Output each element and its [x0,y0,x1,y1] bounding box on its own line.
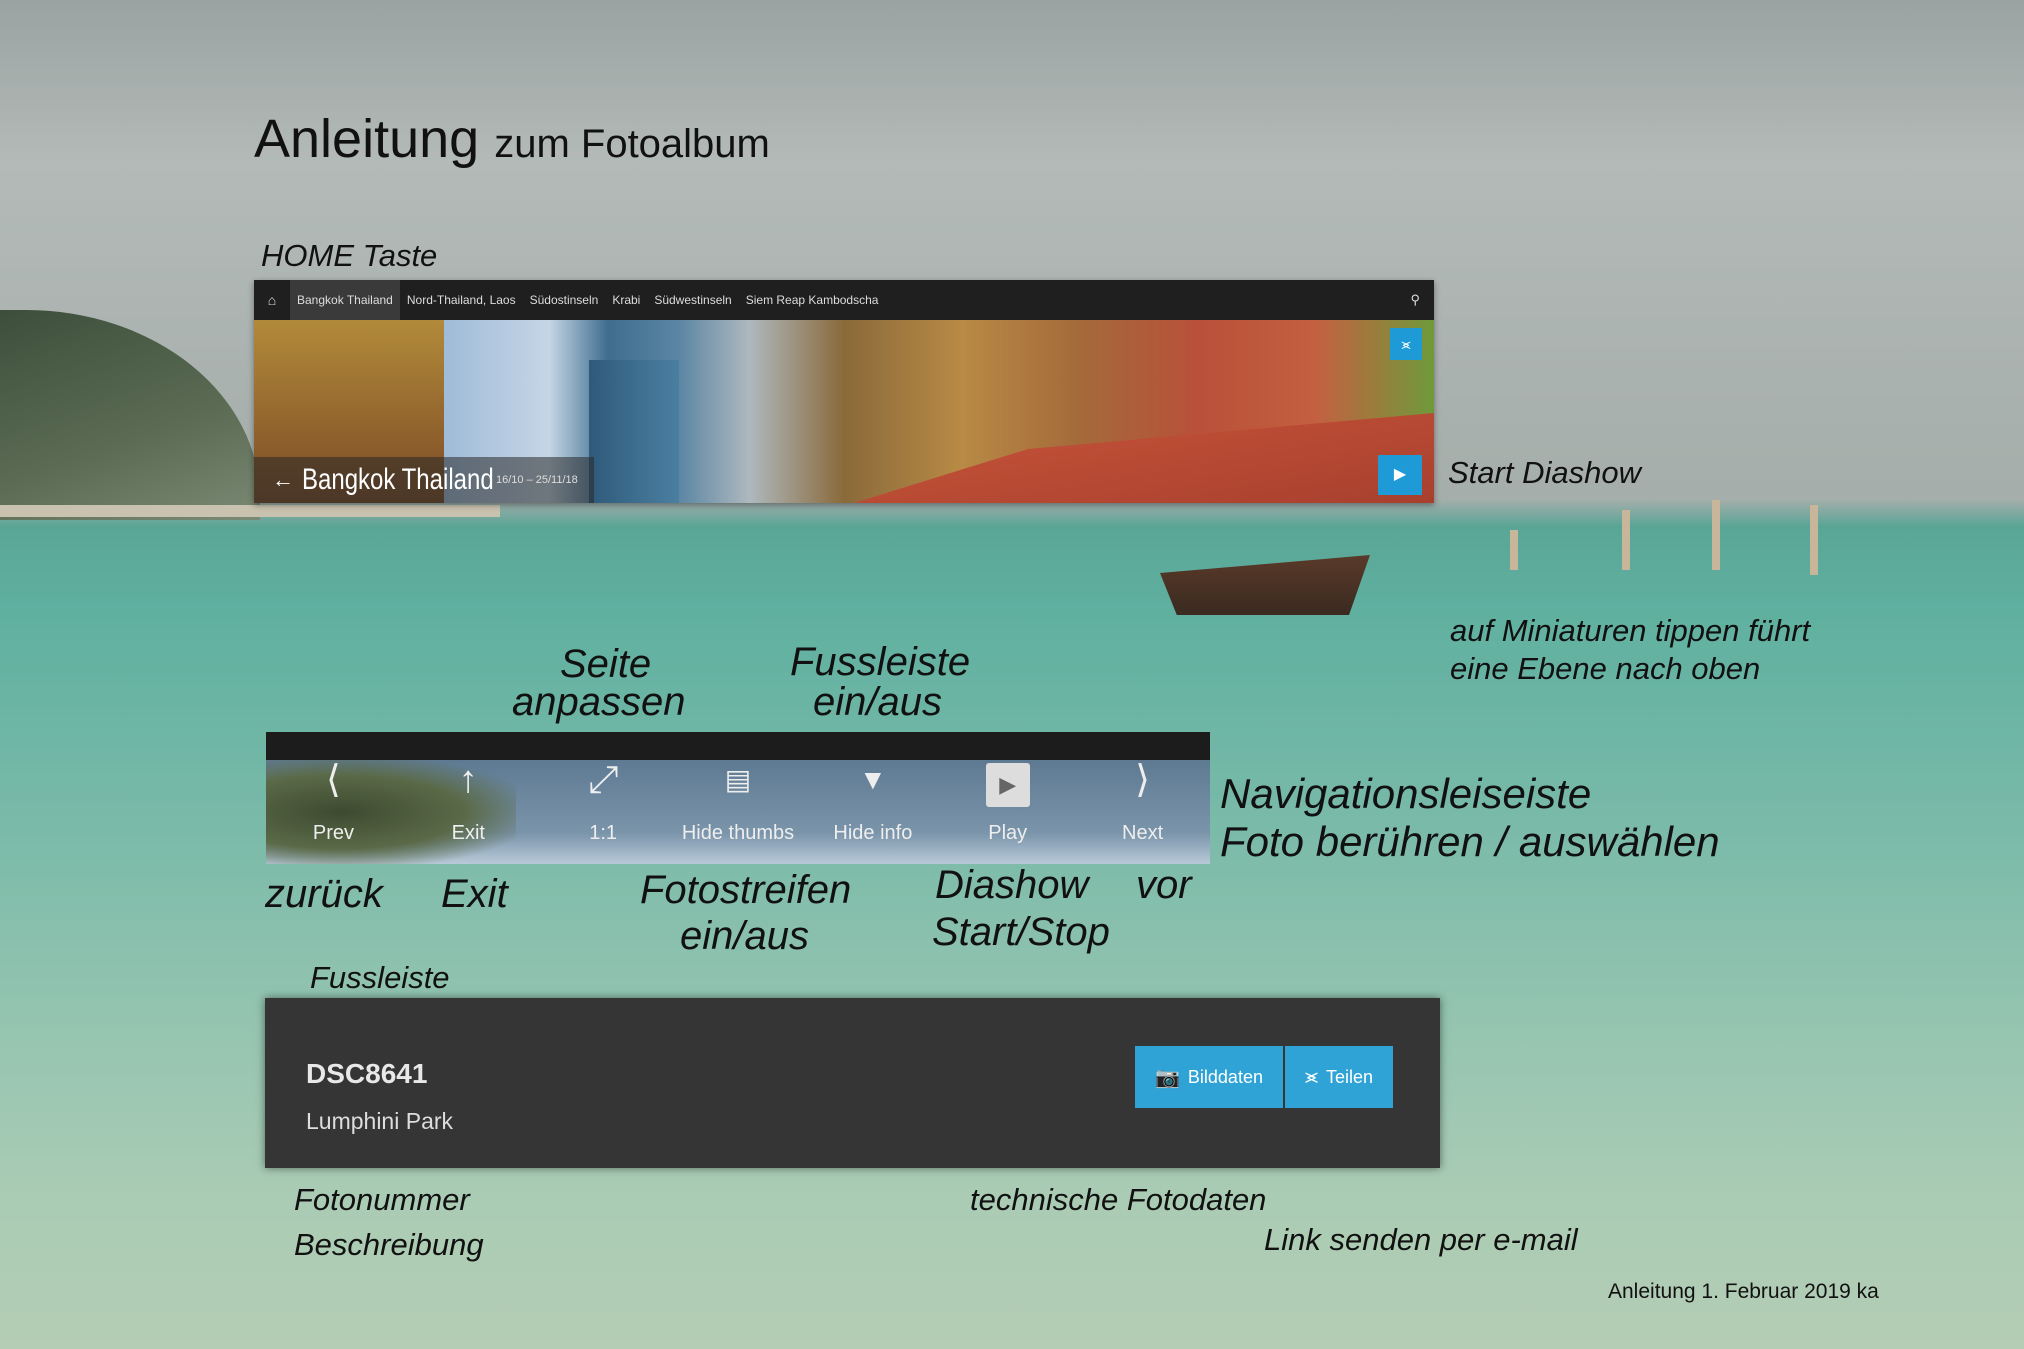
navbar: ⌂ Bangkok Thailand Nord-Thailand, Laos S… [254,280,1434,320]
label-fit-1: Seite [560,642,652,686]
fit-button[interactable]: ⤢ 1:1 [536,750,671,864]
label-forward: vor [1136,863,1192,907]
info-panel-icon: ▼ [859,764,887,795]
label-strip-1: Fotostreifen [640,868,852,912]
exit-button[interactable]: ↑ Exit [401,750,536,864]
nav-item-suedwestinseln[interactable]: Südwestinseln [654,293,732,307]
background-beach [0,505,500,517]
share-icon[interactable]: ⪤ [1390,328,1422,360]
share-button[interactable]: ⪤ Teilen [1284,1046,1393,1108]
viewer-toolbar: ⟨ Prev ↑ Exit ⤢ 1:1 ▤ Hide thumbs ▼ Hide info… [266,732,1210,864]
nav-item-nord-thailand[interactable]: Nord-Thailand, Laos [406,293,516,307]
label-footer-toggle-2: ein/aus [813,680,942,724]
hide-thumbs-button[interactable]: ▤ Hide thumbs [671,750,806,864]
nav-item-suedostinseln[interactable]: Südostinseln [529,293,599,307]
background-post [1622,510,1630,570]
label-footer: Fussleiste [310,960,450,995]
chevron-right-icon: ⟩ [1135,759,1150,801]
next-button[interactable]: ⟩ Next [1075,750,1210,864]
prev-label: Prev [312,822,354,844]
thumbs-icon: ▤ [724,764,752,795]
background-post [1712,500,1720,570]
label-home: HOME Taste [261,238,438,273]
label-tech-data: technische Fotodaten [970,1182,1267,1217]
background-hill [0,310,260,520]
home-icon[interactable]: ⌂ [267,292,277,308]
photo-data-button[interactable]: 📷 Bilddaten [1135,1046,1283,1108]
album-dates: 16/10 – 25/11/18 [496,474,578,486]
chevron-left-icon: ⟨ [326,759,341,801]
toolbar-tree-image [266,760,516,864]
roof-image [854,413,1434,503]
expand-icon: ⤢ [587,759,619,801]
label-back: zurück [265,872,383,916]
photo-data-label: Bilddaten [1187,1066,1263,1087]
title-main: Anleitung [254,109,480,169]
label-startstop: Start/Stop [932,910,1110,954]
label-slideshow: Diashow [935,863,1089,907]
label-nav-1: Navigationsleiseiste [1220,770,1592,817]
arrow-up-icon: ↑ [458,759,478,801]
label-description: Beschreibung [294,1227,484,1262]
camera-icon: 📷 [1155,1066,1180,1089]
nav-item-krabi[interactable]: Krabi [612,293,641,307]
tower-image [589,360,679,503]
photo-number: DSC8641 [306,1058,428,1089]
photo-description: Lumphini Park [306,1108,454,1134]
play-icon: ▶ [985,763,1030,807]
info-footer-panel: DSC8641 Lumphini Park 📷 Bilddaten ⪤ Teilen [265,998,1440,1168]
title-sub: zum Fotoalbum [494,122,770,166]
play-label: Play [988,822,1028,844]
label-start-slideshow: Start Diashow [1448,455,1641,490]
label-link-mail: Link senden per e-mail [1264,1222,1578,1257]
share-icon: ⪤ [1304,1065,1318,1088]
label-footer-toggle-1: Fussleiste [790,640,971,684]
play-slideshow-button[interactable]: ▶ [1378,455,1422,495]
label-exit: Exit [441,872,508,916]
background-post [1510,530,1518,570]
exit-label: Exit [451,822,485,844]
hero-image: ← Bangkok Thailand 16/10 – 25/11/18 ⪤ ▶ [254,320,1434,503]
hide-info-label: Hide info [833,822,913,844]
label-strip-2: ein/aus [680,914,809,958]
hide-info-button[interactable]: ▼ Hide info [805,750,940,864]
hide-thumbs-label: Hide thumbs [681,822,795,844]
search-icon[interactable]: ⚲ [1410,292,1420,307]
fit-label: 1:1 [589,822,618,844]
nav-item-bangkok[interactable]: Bangkok Thailand [290,280,400,320]
label-photo-number: Fotonummer [294,1182,470,1217]
back-arrow-icon[interactable]: ← [272,467,294,492]
label-nav-2: Foto berühren / auswählen [1220,818,1720,865]
album-caption: ← Bangkok Thailand 16/10 – 25/11/18 [254,457,594,503]
share-label: Teilen [1325,1066,1373,1087]
page-title: Anleitung zum Fotoalbum [254,108,770,170]
label-thumbs-2: eine Ebene nach oben [1450,651,1761,686]
footer-stamp: Anleitung 1. Februar 2019 ka [1608,1280,1879,1303]
next-label: Next [1122,822,1164,844]
album-title: Bangkok Thailand [302,463,494,496]
prev-button[interactable]: ⟨ Prev [266,750,401,864]
background-post [1810,505,1818,575]
nav-item-siem-reap[interactable]: Siem Reap Kambodscha [745,293,879,307]
label-thumbs-1: auf Miniaturen tippen führt [1450,613,1811,648]
background-boat [1160,555,1370,615]
album-banner: ⌂ Bangkok Thailand Nord-Thailand, Laos S… [254,280,1434,503]
play-button[interactable]: ▶ Play [940,750,1075,864]
label-fit-2: anpassen [512,680,686,724]
